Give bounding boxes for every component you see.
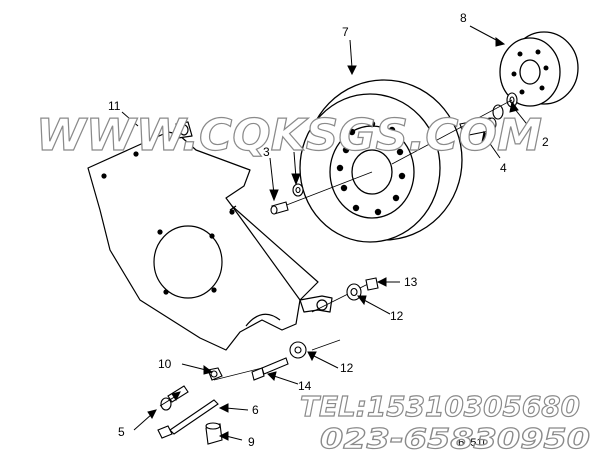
callout-13: 13: [404, 275, 418, 289]
hub-adapter: [499, 31, 579, 107]
callout-2: 2: [542, 135, 549, 149]
callout-12-upper: 12: [390, 309, 404, 323]
callout-7: 7: [342, 25, 349, 39]
flywheel-housing-cover: [87, 121, 333, 351]
callout-9: 9: [248, 435, 255, 449]
figure-id: 160510: [452, 437, 489, 449]
callout-3: 3: [263, 145, 270, 159]
watermark-site: WWW.CQKSGS.COM: [36, 110, 542, 161]
callout-labels: 7 8 2 4 3 11 13 12 12 14 10 5 6 9: [108, 11, 549, 449]
callout-5: 5: [118, 425, 125, 439]
bolt-3-and-washer: [270, 183, 304, 215]
flywheel: [299, 79, 463, 243]
callout-12-lower: 12: [340, 361, 354, 375]
callout-4: 4: [500, 161, 507, 175]
watermark-phone: 023-65830950: [320, 422, 590, 455]
callout-6: 6: [252, 403, 259, 417]
nut-10: [207, 367, 223, 381]
callout-10: 10: [158, 357, 172, 371]
sleeve-9: [205, 422, 223, 445]
assembly-centerlines: [213, 99, 513, 381]
bolt-14: [251, 357, 289, 381]
callout-8: 8: [460, 11, 467, 25]
callout-11: 11: [108, 99, 121, 113]
watermark-tel: TEL:15310305680: [300, 390, 580, 423]
leader-arrows: [121, 25, 531, 441]
callout-14: 14: [298, 379, 312, 393]
